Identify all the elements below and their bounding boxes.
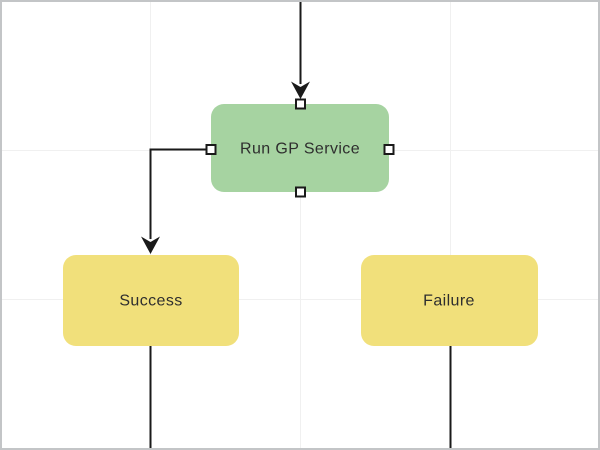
selection-handles — [205, 98, 395, 198]
node-run-gp-service[interactable]: Run GP Service — [211, 104, 389, 192]
edge-into-run-gp-service[interactable] — [291, 2, 310, 99]
arrowhead-icon — [291, 81, 310, 99]
edge-run-gp-service-to-success[interactable] — [141, 148, 211, 255]
node-run-gp-service-label: Run GP Service — [240, 141, 360, 158]
node-run-gp-service-port-left[interactable] — [205, 144, 217, 155]
node-success[interactable]: Success — [63, 255, 239, 346]
node-success-shape — [63, 255, 239, 346]
edge-line — [149, 148, 211, 239]
node-run-gp-service-port-bottom[interactable] — [295, 186, 306, 198]
node-failure-label: Failure — [423, 293, 475, 310]
node-run-gp-service-port-right[interactable] — [383, 144, 395, 155]
node-run-gp-service-shape — [211, 104, 389, 192]
node-failure-shape — [361, 255, 538, 346]
arrowhead-icon — [141, 236, 160, 254]
node-failure[interactable]: Failure — [361, 255, 538, 346]
node-success-label: Success — [119, 293, 182, 310]
node-run-gp-service-port-top[interactable] — [295, 98, 306, 110]
